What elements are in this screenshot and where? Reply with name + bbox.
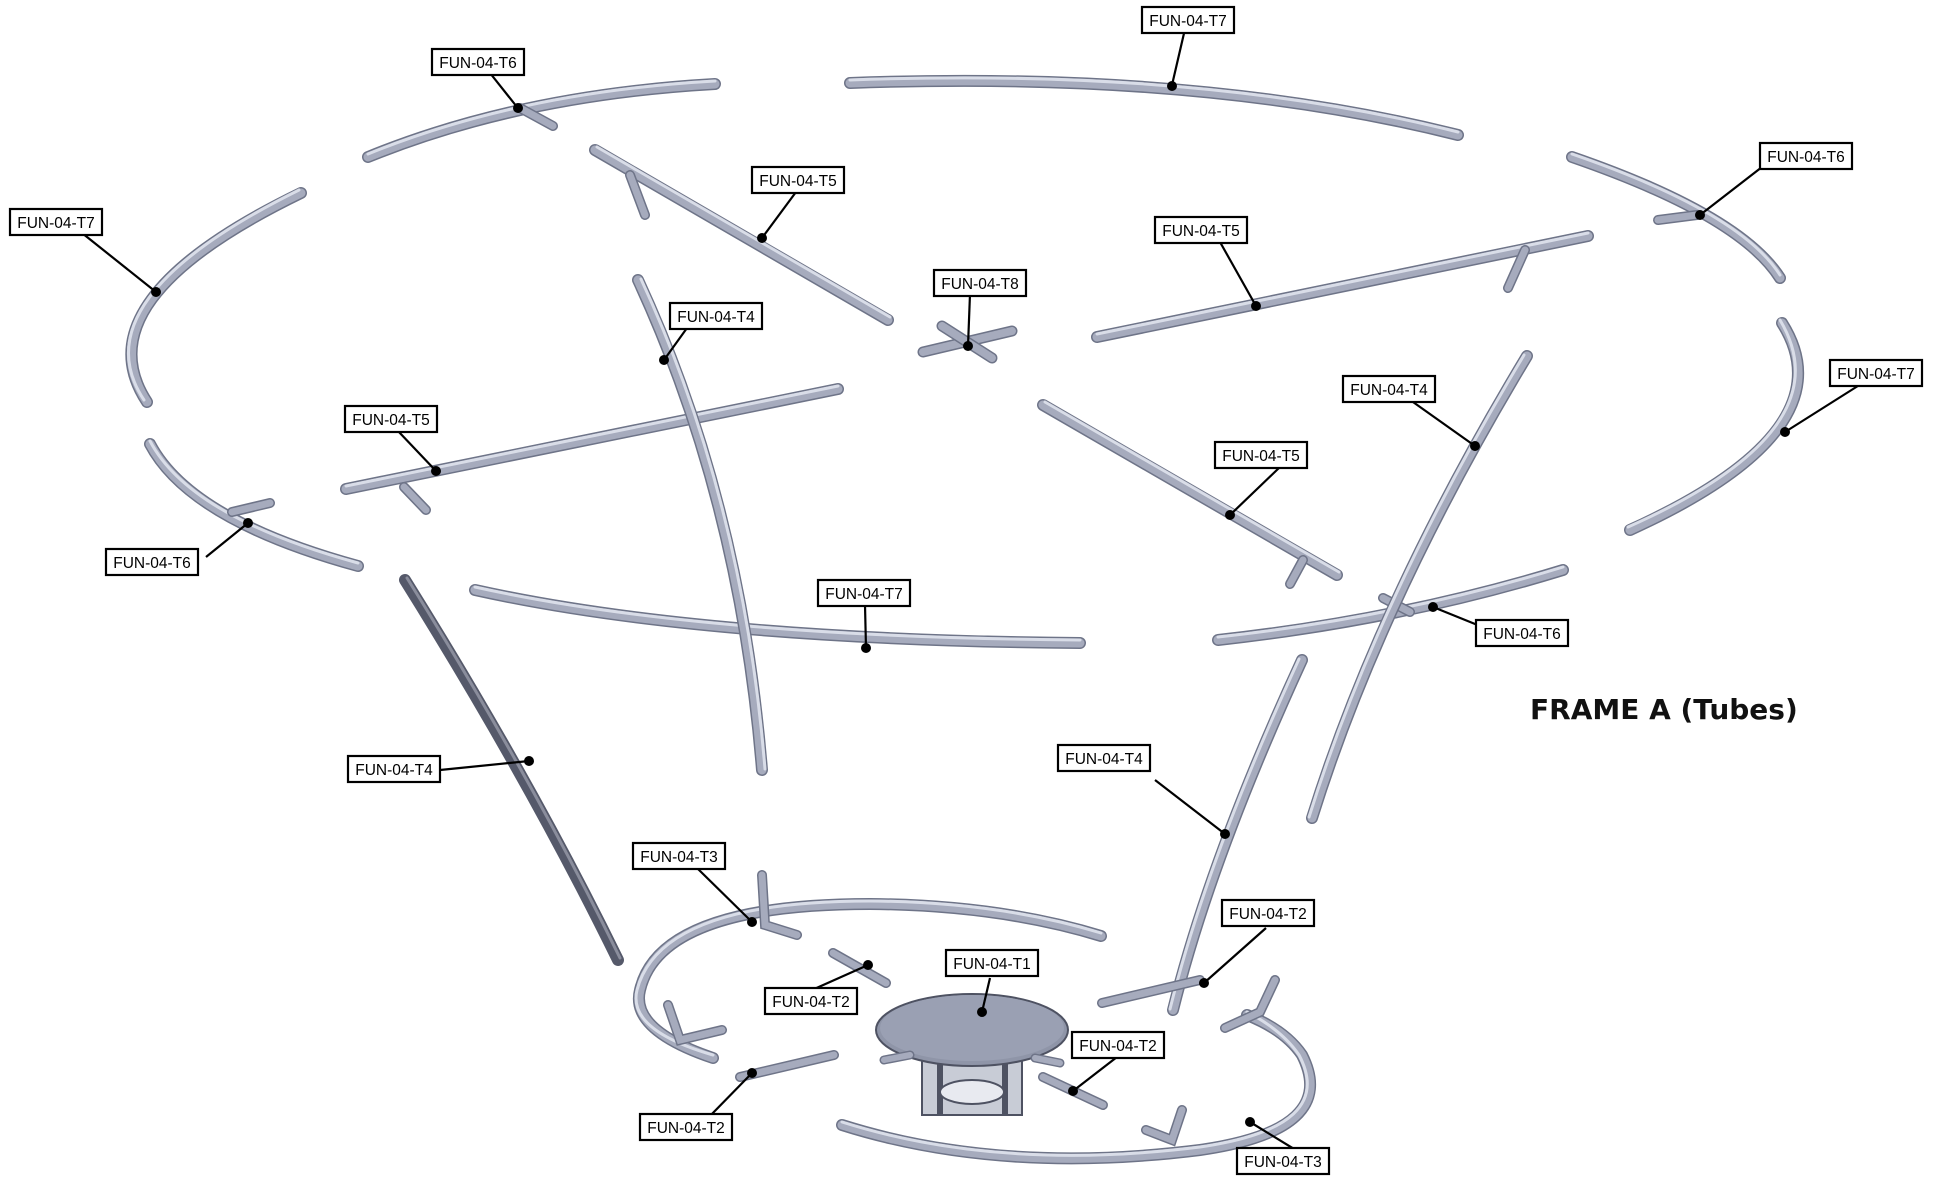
part-label: FUN-04-T2 bbox=[638, 1112, 734, 1142]
part-label-text: FUN-04-T4 bbox=[1350, 382, 1428, 399]
part-label-text: FUN-04-T7 bbox=[1837, 366, 1915, 383]
tube-t4-upper-right bbox=[1306, 350, 1533, 824]
tube-t5-lower-left bbox=[340, 383, 844, 515]
leader-lines bbox=[81, 28, 1862, 1153]
t5-tubes bbox=[340, 144, 1594, 589]
t4-tubes bbox=[399, 274, 1533, 1016]
part-label-text: FUN-04-T7 bbox=[17, 215, 95, 232]
part-label: FUN-04-T1 bbox=[944, 948, 1040, 978]
part-label-text: FUN-04-T4 bbox=[1065, 751, 1143, 768]
outer-ring-tubes bbox=[125, 74, 1804, 572]
part-label: FUN-04-T5 bbox=[343, 404, 439, 434]
part-label-text: FUN-04-T2 bbox=[1229, 906, 1307, 923]
part-label-text: FUN-04-T6 bbox=[1767, 149, 1845, 166]
part-label-text: FUN-04-T5 bbox=[352, 412, 430, 429]
tube-outer-top-left bbox=[362, 78, 721, 163]
part-label: FUN-04-T5 bbox=[750, 165, 846, 195]
part-label: FUN-04-T3 bbox=[1235, 1146, 1331, 1176]
part-label-text: FUN-04-T6 bbox=[439, 55, 517, 72]
tube-inner-t7-left bbox=[469, 584, 1086, 649]
part-label-text: FUN-04-T2 bbox=[772, 994, 850, 1011]
part-label: FUN-04-T2 bbox=[1220, 898, 1316, 928]
part-label: FUN-04-T5 bbox=[1213, 440, 1309, 470]
part-label: FUN-04-T4 bbox=[1056, 743, 1152, 773]
tube-t4-upper-left bbox=[632, 274, 768, 776]
part-label-text: FUN-04-T8 bbox=[941, 276, 1019, 293]
part-label-text: FUN-04-T3 bbox=[1244, 1154, 1322, 1171]
part-label: FUN-04-T7 bbox=[8, 207, 104, 237]
part-label: FUN-04-T5 bbox=[1153, 215, 1249, 245]
part-label-text: FUN-04-T7 bbox=[1149, 13, 1227, 30]
tube-t5-upper-right bbox=[1091, 230, 1594, 343]
tube-t5-upper-left bbox=[589, 144, 894, 326]
part-label: FUN-04-T6 bbox=[1474, 618, 1570, 648]
part-label: FUN-04-T4 bbox=[346, 754, 442, 784]
part-label-text: FUN-04-T2 bbox=[647, 1120, 725, 1137]
part-label: FUN-04-T2 bbox=[763, 986, 859, 1016]
part-label: FUN-04-T6 bbox=[1758, 141, 1854, 171]
part-label-text: FUN-04-T6 bbox=[1483, 626, 1561, 643]
tube-outer-bottom-left bbox=[144, 438, 364, 572]
tube-outer-top bbox=[844, 74, 1464, 141]
part-label-text: FUN-04-T5 bbox=[1222, 448, 1300, 465]
leader-dots bbox=[151, 81, 1790, 1127]
stub-tubes-outer bbox=[227, 103, 1702, 517]
part-label: FUN-04-T7 bbox=[816, 578, 912, 608]
part-label-text: FUN-04-T5 bbox=[759, 173, 837, 190]
tube-outer-right bbox=[1624, 317, 1804, 536]
part-label: FUN-04-T3 bbox=[631, 841, 727, 871]
part-label: FUN-04-T6 bbox=[104, 547, 200, 577]
part-label-text: FUN-04-T7 bbox=[825, 586, 903, 603]
part-label-text: FUN-04-T3 bbox=[640, 849, 718, 866]
part-label-text: FUN-04-T4 bbox=[355, 762, 433, 779]
part-label-text: FUN-04-T5 bbox=[1162, 223, 1240, 240]
part-label: FUN-04-T8 bbox=[932, 268, 1028, 298]
part-label-text: FUN-04-T1 bbox=[953, 956, 1031, 973]
tube-t5-lower-right bbox=[1037, 399, 1343, 589]
part-label: FUN-04-T7 bbox=[1828, 358, 1924, 388]
part-label: FUN-04-T4 bbox=[668, 301, 764, 331]
part-label: FUN-04-T7 bbox=[1140, 5, 1236, 35]
tube-t3-right bbox=[836, 975, 1317, 1165]
tube-t4-lower-left bbox=[399, 574, 624, 966]
tube-outer-top-right bbox=[1566, 151, 1786, 284]
tube-t4-lower-right bbox=[1167, 654, 1308, 1016]
part-label: FUN-04-T4 bbox=[1341, 374, 1437, 404]
tube-outer-left bbox=[125, 187, 307, 408]
part-label: FUN-04-T6 bbox=[430, 47, 526, 77]
part-label: FUN-04-T2 bbox=[1070, 1030, 1166, 1060]
part-label-text: FUN-04-T4 bbox=[677, 309, 755, 326]
part-label-text: FUN-04-T2 bbox=[1079, 1038, 1157, 1055]
figure-title: FRAME A (Tubes) bbox=[1530, 693, 1798, 726]
t1-base-plate bbox=[875, 993, 1069, 1116]
part-label-text: FUN-04-T6 bbox=[113, 555, 191, 572]
